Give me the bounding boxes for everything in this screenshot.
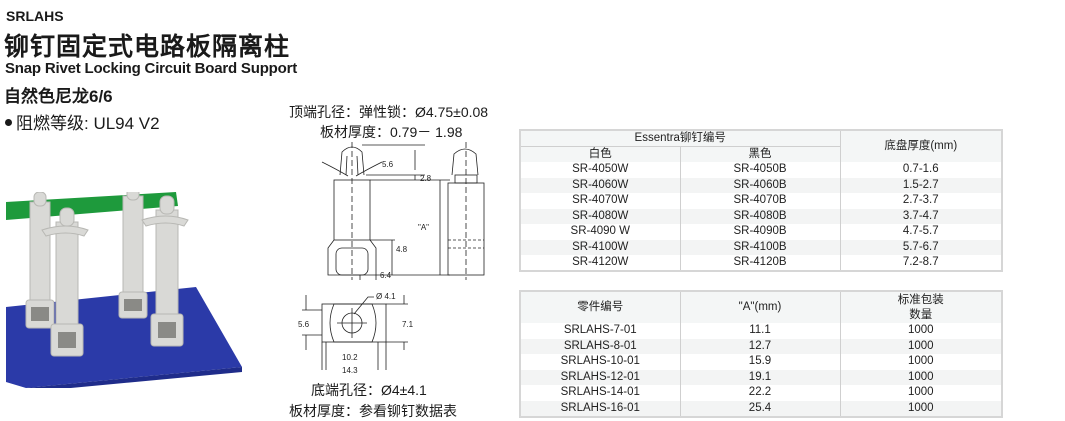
rivet-group-header: Essentra铆钉编号 xyxy=(519,130,841,147)
svg-text:7.1: 7.1 xyxy=(402,320,414,329)
svg-text:2.8: 2.8 xyxy=(420,174,432,183)
flame-rating: 阻燃等级: UL94 V2 xyxy=(5,109,160,134)
bottom-panel-thickness-spec: 板材厚度：参看铆钉数据表 xyxy=(289,403,457,419)
top-panel-thickness-spec: 板材厚度：0.79－ 1.98 xyxy=(320,124,463,140)
side-view-drawing: 5.6 2.8 "A" 4.8 6.4 xyxy=(321,142,485,280)
bullet-icon xyxy=(5,119,12,127)
product-photo xyxy=(6,192,242,388)
black-header: 黑色 xyxy=(679,146,841,162)
svg-text:5.6: 5.6 xyxy=(298,320,310,329)
material-label: 自然色尼龙6/6 xyxy=(4,87,113,106)
pack-header: 标准包装数量 xyxy=(839,291,1003,323)
svg-text:6.4: 6.4 xyxy=(380,271,392,280)
bottom-hole-spec: 底端孔径：Ø4±4.1 xyxy=(311,382,427,398)
top-hole-spec: 顶端孔径：弹性锁：Ø4.75±0.08 xyxy=(289,104,489,120)
svg-text:"A": "A" xyxy=(418,223,429,232)
product-title-en: Snap Rivet Locking Circuit Board Support xyxy=(5,60,298,77)
part-header: 零件编号 xyxy=(519,291,681,323)
svg-text:4.8: 4.8 xyxy=(396,245,408,254)
series-code: SRLAHS xyxy=(6,8,64,24)
thickness-header: 底盘厚度(mm) xyxy=(839,130,1003,162)
product-title-cn: 铆钉固定式电路板隔离柱 xyxy=(4,33,291,61)
svg-text:5.6: 5.6 xyxy=(382,160,394,169)
a-header: "A"(mm) xyxy=(679,291,841,323)
bottom-view-drawing: Ø 4.1 5.6 7.1 10.2 14.3 xyxy=(298,292,414,375)
white-header: 白色 xyxy=(519,146,681,162)
flame-rating-text: 阻燃等级: UL94 V2 xyxy=(16,114,160,133)
svg-text:10.2: 10.2 xyxy=(342,353,358,362)
svg-text:14.3: 14.3 xyxy=(342,366,358,375)
svg-text:Ø 4.1: Ø 4.1 xyxy=(376,292,396,301)
